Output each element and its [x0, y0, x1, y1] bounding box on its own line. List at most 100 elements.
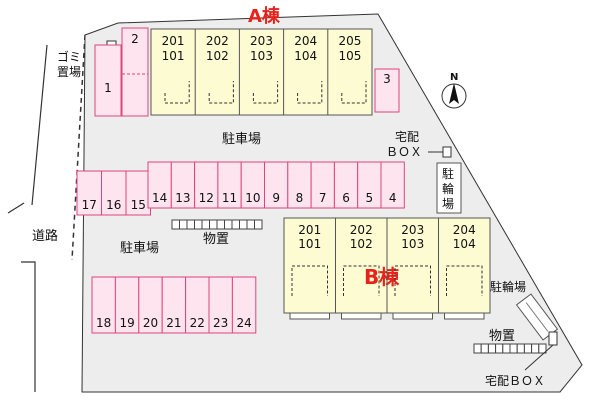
unit-a-lower: 104	[294, 49, 317, 63]
storage-unit	[216, 219, 225, 230]
parking-space-number: 16	[106, 198, 121, 212]
balcony-outline	[208, 81, 234, 104]
unit-b-step	[289, 312, 330, 320]
bicycle-parking-b-label: 駐輪場	[490, 279, 526, 294]
storage-unit	[171, 219, 180, 230]
parking-space-number: 8	[296, 191, 304, 205]
balcony-outline	[343, 265, 380, 296]
storage-unit	[473, 343, 482, 354]
balcony-outline	[252, 81, 279, 104]
unit-a-upper: 204	[294, 34, 317, 48]
storage-unit	[224, 219, 233, 230]
parking-space	[121, 27, 149, 117]
storage-unit	[246, 219, 255, 230]
parking-space-number: 12	[199, 191, 214, 205]
parking-space-number: 21	[166, 316, 181, 330]
storage-unit	[194, 219, 203, 230]
parking-space	[94, 44, 122, 117]
lot-edge-dashed	[71, 34, 86, 261]
garbage-label-1: ゴミ	[57, 49, 81, 64]
delivery-box-label-b: 宅配ＢＯＸ	[485, 373, 545, 388]
parking-space-number: 4	[389, 191, 397, 205]
parking-space-number: 7	[319, 191, 327, 205]
parking-space-number: 3	[383, 72, 391, 86]
delivery-box-a	[442, 146, 452, 158]
unit-b-upper: 204	[453, 223, 476, 237]
balcony-outline	[297, 81, 323, 104]
parking-space-number: 5	[366, 191, 374, 205]
storage-unit	[480, 343, 489, 354]
storage-unit	[239, 219, 248, 230]
parking-space-number: 18	[96, 316, 111, 330]
north-label: N	[450, 72, 458, 83]
balcony-outline	[291, 265, 328, 296]
parking-space-number: 24	[236, 316, 251, 330]
storage-unit	[186, 219, 195, 230]
parking-space-number: 1	[104, 81, 112, 95]
unit-b-upper: 201	[298, 223, 321, 237]
delivery-box-leader-b	[524, 344, 554, 371]
parking-space-number: 10	[245, 191, 260, 205]
unit-a-lower: 102	[206, 49, 229, 63]
building-a-title: A棟	[248, 5, 281, 27]
balcony-outline	[394, 265, 431, 296]
parking-space	[101, 170, 127, 216]
bicycle-parking-a-char-2: 輪	[442, 181, 454, 196]
unit-a-upper: 203	[250, 34, 273, 48]
storage-unit	[179, 219, 188, 230]
unit-b-step	[444, 312, 485, 320]
parking-space-number: 11	[222, 191, 237, 205]
balcony-outline	[164, 81, 190, 104]
storage-unit	[495, 343, 504, 354]
parking-space	[76, 170, 102, 216]
unit-b-lower: 102	[350, 237, 373, 251]
unit-a-lower: 103	[250, 49, 273, 63]
delivery-box-label-a-2: ＢＯＸ	[386, 145, 422, 159]
parking-space	[231, 276, 257, 334]
parking-space	[125, 170, 151, 216]
parking-space-number: 20	[143, 316, 158, 330]
storage-label-a: 物置	[203, 232, 229, 247]
unit-a-lower: 105	[338, 49, 361, 63]
bicycle-parking-a-char-3: 場	[442, 197, 454, 211]
unit-b-step	[392, 312, 433, 320]
unit-a-upper: 205	[338, 34, 361, 48]
parking-space-number: 6	[342, 191, 350, 205]
parking-space-number: 13	[175, 191, 190, 205]
parking-space-number: 2	[131, 32, 139, 46]
parking-space	[380, 161, 405, 209]
storage-unit	[201, 219, 210, 230]
balcony-outline	[446, 265, 483, 296]
storage-unit	[209, 219, 218, 230]
storage-unit	[509, 343, 518, 354]
unit-b-upper: 202	[350, 223, 373, 237]
unit-b-lower: 101	[298, 237, 321, 251]
storage-unit	[254, 219, 263, 230]
storage-unit	[531, 343, 540, 354]
unit-a-upper: 202	[206, 34, 229, 48]
parking-space-number: 9	[272, 191, 280, 205]
parking-lot-label-a: 駐車場	[222, 132, 261, 147]
parking-lot-label-b: 駐車場	[120, 241, 159, 256]
parking-space-number: 14	[152, 191, 167, 205]
building-b-title: B棟	[364, 265, 400, 289]
road-edge-line	[7, 44, 48, 392]
storage-unit	[538, 343, 547, 354]
storage-unit	[231, 219, 240, 230]
parking-space-number: 19	[119, 316, 134, 330]
storage-unit	[487, 343, 497, 354]
delivery-box-label-a-1: 宅配	[395, 129, 419, 144]
storage-unit	[502, 343, 511, 354]
parking-space	[374, 68, 400, 113]
storage-unit	[523, 343, 533, 354]
parking-space-number: 15	[131, 198, 146, 212]
unit-b-step	[341, 312, 382, 320]
parking-space-number: 17	[82, 198, 97, 212]
north-arrow-icon: N	[441, 72, 467, 109]
parking-space-number: 22	[190, 316, 205, 330]
storage-label-b: 物置	[489, 329, 515, 344]
garbage-label-2: 置場	[57, 65, 81, 79]
